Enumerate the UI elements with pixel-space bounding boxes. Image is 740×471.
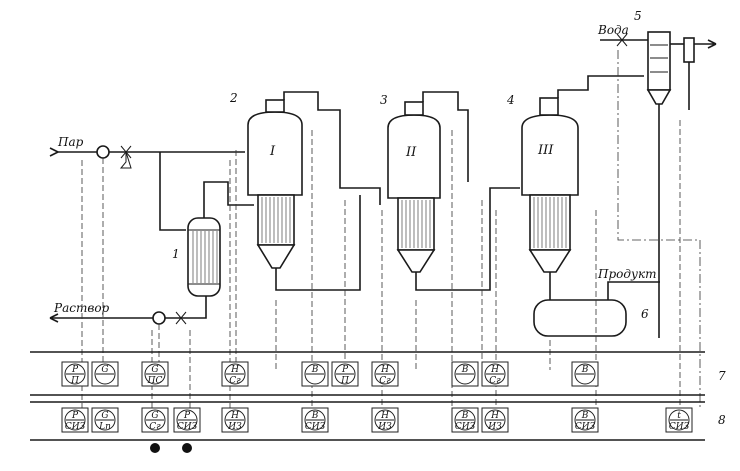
instrument-code: G	[151, 365, 158, 375]
instrument-function: П	[70, 376, 79, 386]
preheater-1	[187, 181, 221, 297]
evaporator-1	[247, 91, 381, 291]
stage-3-label: III	[537, 143, 554, 158]
label-4: 4	[506, 93, 515, 107]
solution-valve-icon	[175, 311, 187, 325]
instrument-code: G	[101, 365, 108, 375]
instrument-box: HСг	[221, 361, 249, 387]
product-label: Продукт	[597, 267, 656, 281]
instrument-code: H	[490, 411, 499, 421]
instrument-box: B	[301, 361, 329, 387]
stage-1-label: I	[269, 144, 276, 159]
instrument-function: Сг	[489, 376, 501, 386]
instrument-box: G	[91, 361, 119, 387]
instrument-code: P	[71, 411, 79, 421]
instrument-code: H	[380, 365, 389, 375]
instrument-code: H	[230, 411, 239, 421]
steam-label: Пар	[57, 135, 84, 149]
label-7: 7	[718, 369, 726, 383]
solution-label: Раствор	[53, 301, 110, 315]
instrument-function: СИЗ	[65, 422, 86, 432]
stage-2-label: II	[405, 145, 417, 160]
instrument-box: B	[571, 361, 599, 387]
instrument-code: H	[490, 365, 499, 375]
instrument-code: B	[581, 411, 589, 421]
instrument-box: PП	[61, 361, 89, 387]
instrument-function: П	[340, 376, 349, 386]
water-label: Вода	[597, 23, 629, 37]
instrument-box: GПС	[141, 361, 169, 387]
instrument-box: HИЗ	[221, 407, 249, 433]
pump-icon	[182, 443, 192, 453]
instrument-function: СИЗ	[669, 422, 690, 432]
label-5: 5	[634, 9, 642, 23]
instrument-code: B	[461, 411, 469, 421]
instrument-function: СИЗ	[575, 422, 596, 432]
label-3: 3	[380, 93, 388, 107]
instrument-function: СИЗ	[455, 422, 476, 432]
instrument-function: ИЗ	[377, 422, 392, 432]
instrument-code: G	[151, 411, 158, 421]
instrument-code: H	[230, 365, 239, 375]
instrument-function: СИЗ	[305, 422, 326, 432]
instrument-box: HИЗ	[481, 407, 509, 433]
condenser-5	[600, 31, 717, 338]
instrument-box: GСг	[141, 407, 169, 433]
instrument-function: Сг	[149, 422, 161, 432]
instrument-code: G	[101, 411, 108, 421]
evaporator-2	[387, 91, 520, 291]
steam-flowmeter-icon	[96, 145, 110, 159]
instrument-box: HСг	[481, 361, 509, 387]
pump-icon	[150, 443, 160, 453]
label-1: 1	[172, 247, 180, 261]
instrument-code: B	[461, 365, 469, 375]
label-8: 8	[718, 413, 726, 427]
instrument-code: P	[183, 411, 191, 421]
instrument-box: PП	[331, 361, 359, 387]
instrument-code: B	[581, 365, 589, 375]
instrument-code: B	[311, 411, 319, 421]
instrument-function: СИЗ	[177, 422, 198, 432]
instrument-function: ПС	[147, 376, 163, 386]
instrument-box: GLn	[91, 407, 119, 433]
solution-line	[49, 296, 207, 325]
product-tank-6	[533, 281, 660, 337]
instrument-function: ИЗ	[227, 422, 242, 432]
instrument-code: H	[380, 411, 389, 421]
instrument-function: Сг	[229, 376, 241, 386]
label-6: 6	[641, 307, 649, 321]
steam-line	[49, 145, 254, 231]
water-valve-icon	[616, 33, 628, 47]
instrument-function: Ln	[98, 422, 111, 432]
instrument-function: ИЗ	[487, 422, 502, 432]
instrument-code: t	[677, 411, 681, 421]
instrument-box: HИЗ	[371, 407, 399, 433]
instrument-function: Сг	[379, 376, 391, 386]
instrument-code: P	[341, 365, 349, 375]
instrument-code: P	[71, 365, 79, 375]
instrument-code: B	[311, 365, 319, 375]
evaporator-3	[521, 75, 644, 296]
instrument-box: HСг	[371, 361, 399, 387]
label-2: 2	[229, 91, 238, 105]
solution-flowmeter-icon	[152, 311, 166, 325]
instrument-box: B	[451, 361, 479, 387]
